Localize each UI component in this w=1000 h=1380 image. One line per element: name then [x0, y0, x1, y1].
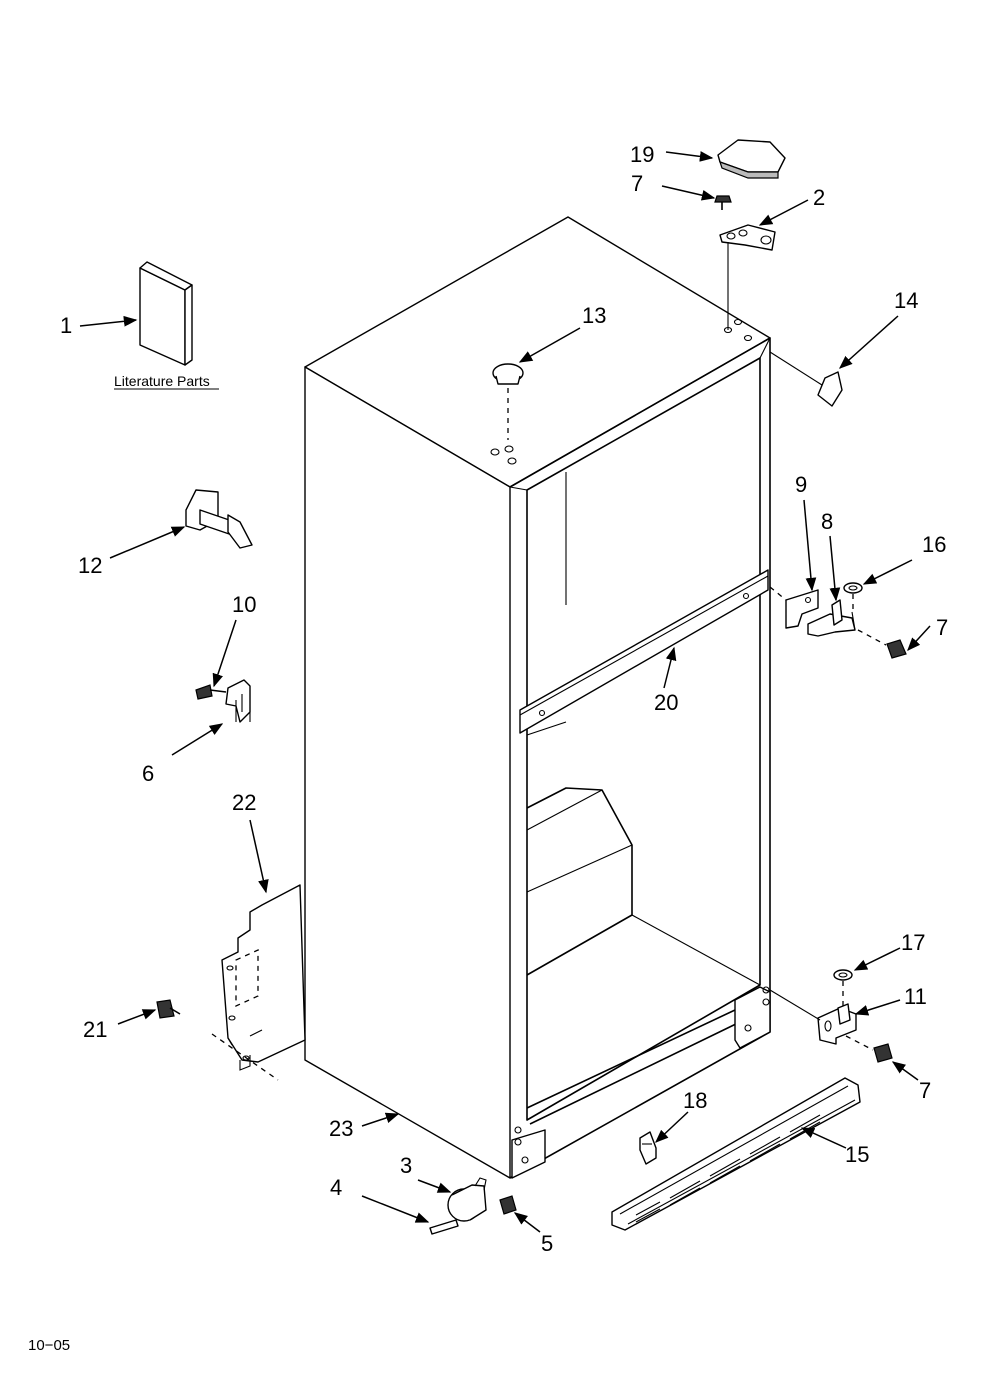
hinge-pin-cover — [769, 351, 843, 407]
callout-16: 16 — [922, 532, 946, 557]
center-hinge-screw — [857, 629, 907, 659]
bottom-hinge — [769, 989, 857, 1045]
literature-parts-label: Literature Parts — [114, 373, 210, 389]
door-stop — [185, 489, 253, 549]
callout-2: 2 — [813, 185, 825, 210]
callout-10: 10 — [232, 592, 256, 617]
top-hinge — [719, 224, 776, 330]
callout-4: 4 — [330, 1175, 342, 1200]
front-roller — [447, 1177, 487, 1222]
center-hinge — [807, 599, 856, 637]
callout-9: 9 — [795, 472, 807, 497]
center-rail — [519, 569, 769, 734]
callout-6: 6 — [142, 761, 154, 786]
callout-23: 23 — [329, 1116, 353, 1141]
bottom-hinge-washer — [833, 969, 853, 1008]
grille-clip — [639, 1131, 657, 1165]
callout-19: 19 — [630, 142, 654, 167]
base-grille — [611, 1077, 861, 1231]
callout-21: 21 — [83, 1017, 107, 1042]
center-hinge-washer — [843, 582, 863, 612]
center-hinge-shim — [769, 586, 819, 629]
callouts: 1 2 3 4 5 6 7 7 7 8 9 10 11 12 13 14 15 … — [28, 142, 948, 1354]
callout-13: 13 — [582, 303, 606, 328]
callout-17: 17 — [901, 930, 925, 955]
callout-1: 1 — [60, 313, 72, 338]
refrigerator-cabinet — [304, 216, 771, 1179]
callout-11: 11 — [904, 984, 927, 1009]
callout-7-middle: 7 — [936, 615, 948, 640]
callout-15: 15 — [845, 1142, 869, 1167]
literature-parts-booklet — [139, 261, 193, 366]
back-panel-screw — [156, 999, 181, 1019]
callout-18: 18 — [683, 1088, 707, 1113]
back-panel — [211, 884, 306, 1081]
bracket-screw-left — [195, 684, 227, 700]
plug-button — [492, 363, 524, 440]
callout-20: 20 — [654, 690, 678, 715]
hinge-cover — [717, 139, 786, 179]
callout-5: 5 — [541, 1231, 553, 1256]
callout-3: 3 — [400, 1153, 412, 1178]
callout-12: 12 — [78, 553, 102, 578]
bottom-hinge-screw — [845, 1035, 893, 1063]
roller-axle — [429, 1219, 459, 1235]
roller-screw — [499, 1195, 517, 1215]
leader-arrows — [79, 151, 931, 1233]
callout-22: 22 — [232, 790, 256, 815]
callout-7-top: 7 — [631, 171, 643, 196]
page-code: 10−05 — [28, 1337, 70, 1354]
callout-7-bottom: 7 — [919, 1078, 931, 1103]
callout-14: 14 — [894, 288, 918, 313]
callout-8: 8 — [821, 509, 833, 534]
top-hinge-screw — [714, 195, 732, 210]
door-closing-bracket — [225, 679, 251, 723]
